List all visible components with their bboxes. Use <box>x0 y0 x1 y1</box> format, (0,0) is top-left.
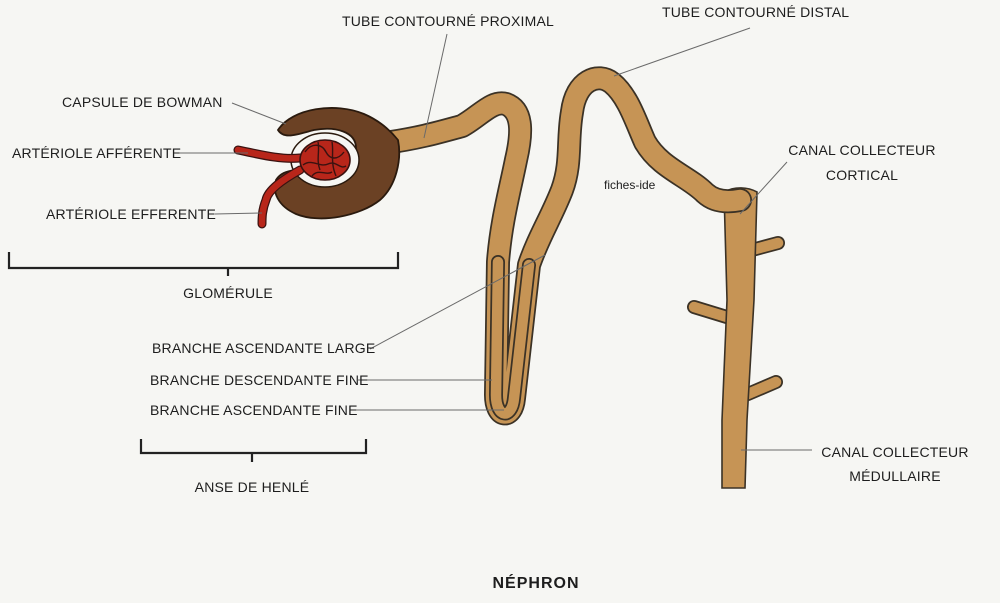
label-canal-medullaire-1: CANAL COLLECTEUR <box>821 444 968 460</box>
label-capsule-bowman: CAPSULE DE BOWMAN <box>62 94 223 110</box>
label-branche-descendante-fine: BRANCHE DESCENDANTE FINE <box>150 372 369 388</box>
diagram-title: NÉPHRON <box>492 573 579 592</box>
label-anse-henle: ANSE DE HENLÉ <box>195 479 310 495</box>
label-canal-cortical-2: CORTICAL <box>826 167 898 183</box>
anse-henle-bracket <box>139 439 368 462</box>
label-arteriole-efferente: ARTÉRIOLE EFFERENTE <box>46 206 216 222</box>
label-canal-cortical-1: CANAL COLLECTEUR <box>788 142 935 158</box>
glomerulus <box>299 139 351 181</box>
label-branche-ascendante-fine: BRANCHE ASCENDANTE FINE <box>150 402 358 418</box>
label-tube-proximal: TUBE CONTOURNÉ PROXIMAL <box>342 13 554 29</box>
leader-lines <box>180 27 812 451</box>
arterioles <box>233 145 305 229</box>
label-glomerule: GLOMÉRULE <box>183 285 273 301</box>
watermark: fiches-ide <box>604 178 656 192</box>
glomerule-bracket <box>7 252 400 276</box>
collecting-duct <box>687 187 785 489</box>
renal-tubule <box>373 66 752 426</box>
label-tube-distal: TUBE CONTOURNÉ DISTAL <box>662 4 849 20</box>
label-arteriole-afferente: ARTÉRIOLE AFFÉRENTE <box>12 145 181 161</box>
label-canal-medullaire-2: MÉDULLAIRE <box>849 468 940 484</box>
label-branche-ascendante-large: BRANCHE ASCENDANTE LARGE <box>152 340 375 356</box>
